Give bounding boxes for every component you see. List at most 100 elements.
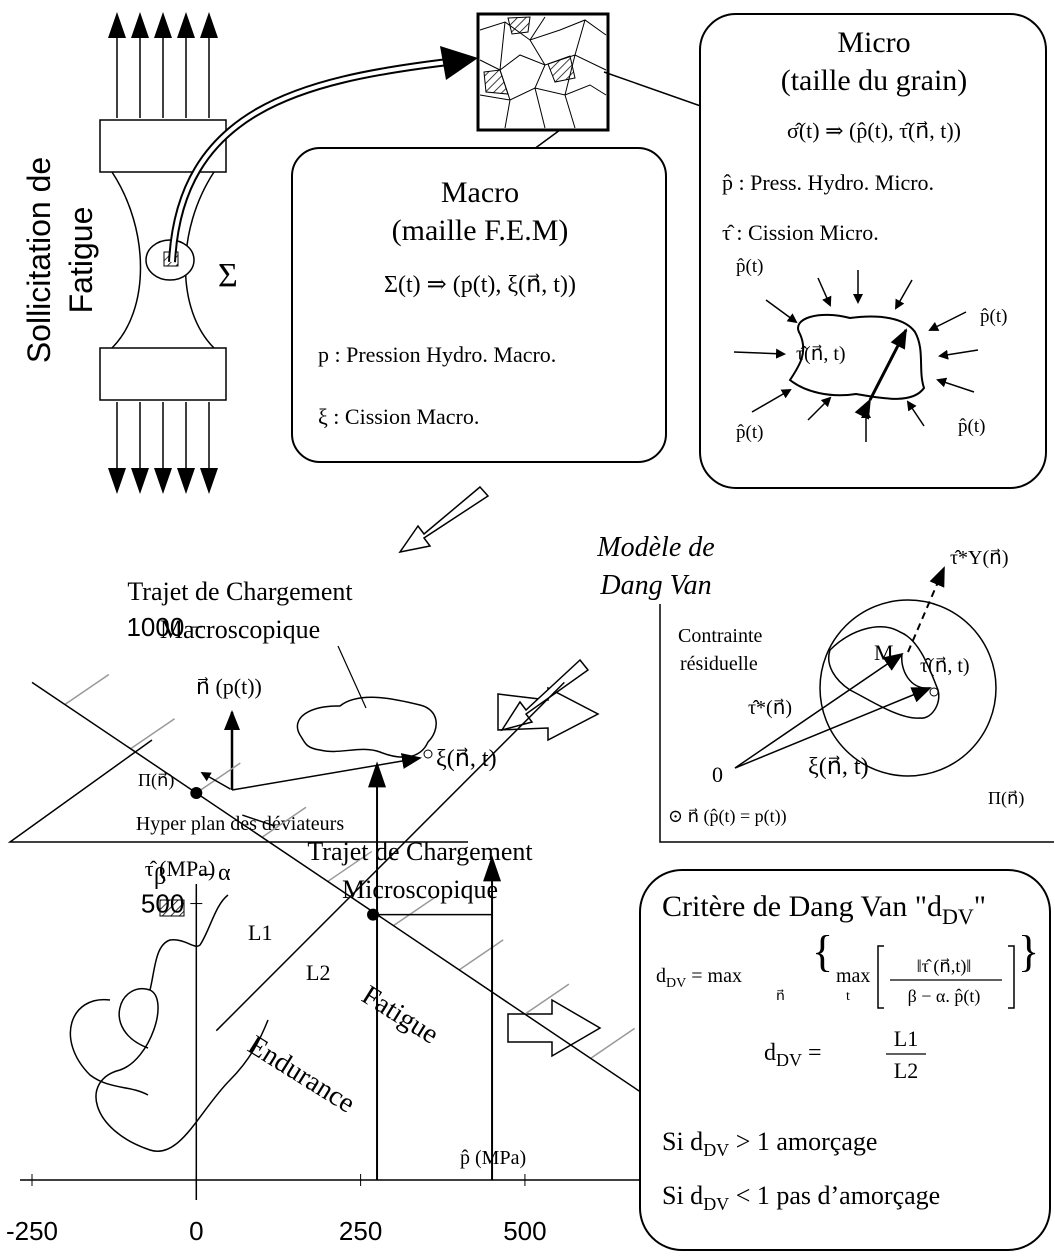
deviatoric-plane [7,739,468,843]
alpha-label: – α [199,860,231,886]
micro-tau-label: τ̂ : Cission Micro. [722,220,879,245]
alpha-hatch-box [159,899,185,917]
micro-path-curve [95,894,269,1153]
svg-text:Critère de Dang Van "dDV": Critère de Dang Van "dDV" [662,890,986,929]
tension-arrows-top [108,12,218,118]
max-t: max [836,965,870,987]
micro-title: Micro [837,26,910,59]
endurance-region-label: Endurance [242,1030,360,1120]
plane-label: Π(n⃗) [138,770,174,791]
denominator: β − α. p̂(t) [908,986,981,1007]
ratio-denominator: L2 [894,1058,918,1083]
model-plane-label: Π(n⃗) [988,788,1024,809]
macro-equation: Σ(t) ⇒ (p(t), ξ(n⃗, t)) [384,272,576,298]
l1-label: L1 [248,920,272,945]
loading-path-leader [337,645,367,709]
brace-open: { [812,927,833,976]
micro-tau-arrow [854,328,908,420]
zoom-arrow-head [440,46,478,80]
fatigue-hatch-line [130,718,176,750]
loading-path-title-1: Trajet de Chargement [127,577,353,606]
xi-model-label: ξ(n⃗, t) [808,754,869,780]
beta-pointer [200,771,231,790]
numerator: ‖τ̂ (n⃗,t)‖ [917,956,972,977]
dang-van-model: Modèle de Dang Van Contrainte résiduelle… [596,532,1054,843]
macro-xi-label-plot: ξ(n⃗, t) [436,746,497,772]
fatigue-specimen: Σ Sollicitation de Fatigue [21,12,238,494]
sigma-symbol: Σ [218,257,238,294]
xi-model-vector [734,687,932,769]
micro-p-hat-tl: p̂(t) [736,256,763,277]
tau-micro-path [901,653,931,689]
xi-vector [231,753,422,791]
hollow-arrows [398,485,602,1058]
micro-subtitle: (taille du grain) [781,64,968,97]
chart-ylabel: τ̂ (MPa) [145,856,216,881]
macro-path-point [423,749,433,759]
origin-label: 0 [712,762,723,787]
fatigue-region-label: Fatigue [356,980,444,1051]
l2-arrowhead [483,855,502,882]
l2-label: L2 [306,960,330,985]
square-brackets [877,945,1015,1009]
micro-box: Micro (taille du grain) σ̂(t) ⇒ (p̂(t), … [699,13,1047,489]
micro-path-line [215,681,565,1032]
hollow-arrow-4 [507,998,602,1058]
tension-arrows-bottom [108,402,218,494]
y-tick-label: 1000 [126,612,184,642]
micro-p-hat-bl: p̂(t) [736,422,763,443]
x-tick-label: 0 [189,1216,203,1246]
macro-xi-label: ξ : Cission Macro. [318,404,479,429]
svg-text:dDV =: dDV = [764,1040,822,1070]
fatigue-hatch-line [261,806,307,838]
beta-label: β [154,864,166,890]
tau-model-label: τ̂(n⃗, t) [920,655,970,677]
max-n: max [708,965,742,987]
side-label-line2: Fatigue [63,207,99,314]
fatigue-hatch-line [327,850,373,883]
ratio-numerator: L1 [894,1026,918,1051]
fatigue-hatch-line [458,939,504,971]
x-tick-label: 500 [503,1216,546,1246]
fatigue-hatch-line [195,762,241,794]
micro-equation: σ̂(t) ⇒ (p̂(t), τ̂(n⃗, t)) [787,118,961,143]
tau-y-arrow [907,566,945,653]
max-n-sub: n⃗ [776,989,785,1004]
svg-text:Si dDV < 1 pas d’amorçage: Si dDV < 1 pas d’amorçage [662,1181,940,1214]
side-label-line1: Sollicitation de [21,157,57,363]
beta-point [190,786,203,799]
criterion-title: Critère de Dang Van "d [662,890,942,923]
tau-y-label: τ̂*Y(n⃗) [950,547,1008,569]
brace-close: } [1018,927,1039,976]
macro-title: Macro [441,176,519,209]
micro-leader [603,71,713,111]
specimen-top-grip [99,119,227,173]
pressure-arrows [733,270,979,442]
macro-loading-path: Trajet de Chargement Macroscopique n⃗ (p… [7,577,497,843]
grain-microstructure [476,12,610,132]
max-t-sub: t [846,989,850,1004]
plane-caption: Hyper plan des déviateurs [136,813,344,835]
macro-p-label: p : Pression Hydro. Macro. [318,342,556,367]
alpha-pointer [242,814,276,827]
x-tick-label: 250 [339,1216,382,1246]
chart-xlabel: p̂ (MPa) [460,1147,526,1169]
residual-2: résiduelle [680,653,758,675]
fatigue-hatch-line [64,673,110,706]
model-title-2: Dang Van [599,570,711,601]
svg-text:Si dDV > 1 amorçage: Si dDV > 1 amorçage [662,1127,877,1160]
normal-label: n⃗ (p(t)) [196,674,262,699]
macro-box: Macro (maille F.E.M) Σ(t) ⇒ (p(t), ξ(n⃗,… [291,147,667,463]
specimen-bottom-grip [99,347,227,401]
model-plane [659,604,1054,843]
hollow-arrow-3 [500,658,590,732]
model-normal-label: ⊙ n⃗ (p̂(t) = p(t)) [668,806,787,827]
l1-arrowhead [368,761,387,788]
fatigue-hatch-line [590,1027,636,1059]
residual-1: Contrainte [678,625,763,647]
x-tick-label: -250 [6,1216,58,1246]
fatigue-hatch-line [393,895,438,927]
macro-subtitle: (maille F.E.M) [392,214,569,247]
hollow-arrow-1 [398,485,490,554]
